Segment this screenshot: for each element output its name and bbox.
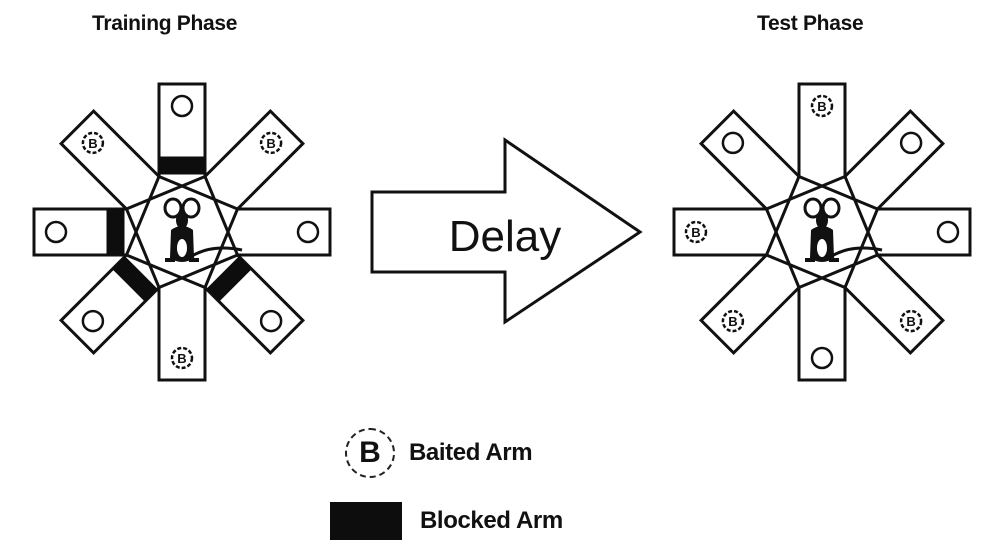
test-arm-180: B <box>684 220 708 244</box>
training-arm-270: B <box>170 346 194 370</box>
training-arm-225 <box>81 256 158 333</box>
legend-baited: B Baited Arm <box>345 428 533 478</box>
test-phase-title: Test Phase <box>757 12 864 35</box>
training-empty-well-icon-0 <box>296 220 320 244</box>
training-blocked-gate-180 <box>106 209 125 255</box>
training-bait-circle-icon-135 <box>81 131 105 155</box>
test-bait-label-315: B <box>906 314 915 329</box>
baited-label: Baited Arm <box>409 439 533 466</box>
test-bait-circle-icon-90 <box>810 94 834 118</box>
training-arm-315 <box>206 256 283 333</box>
test-empty-well-icon-45 <box>899 131 923 155</box>
test-radial-maze: B B B B <box>672 82 972 382</box>
test-arm-90: B <box>810 94 834 118</box>
test-empty-well-icon-0 <box>936 220 960 244</box>
training-arm-0 <box>296 220 320 244</box>
training-radial-maze: B B B <box>32 82 332 382</box>
training-blocked-gate-315 <box>206 256 252 302</box>
delay-arrow-shape <box>370 137 643 325</box>
test-rat-icon <box>803 197 883 262</box>
training-rat-icon <box>163 197 243 262</box>
training-arm-90 <box>159 94 205 175</box>
training-blocked-gate-90 <box>159 156 205 175</box>
delay-label: Delay <box>449 212 562 261</box>
blocked-label: Blocked Arm <box>420 507 563 534</box>
training-bait-label-135: B <box>88 136 97 151</box>
training-empty-well-icon-315 <box>259 309 283 333</box>
training-arm-45: B <box>259 131 283 155</box>
test-arm-0 <box>936 220 960 244</box>
training-bait-label-45: B <box>266 136 275 151</box>
training-empty-well-icon-225 <box>81 309 105 333</box>
test-arm-270 <box>810 346 834 370</box>
test-bait-label-90: B <box>817 99 826 114</box>
training-arm-135: B <box>81 131 105 155</box>
test-empty-well-icon-135 <box>721 131 745 155</box>
test-arm-45 <box>899 131 923 155</box>
training-empty-well-icon-90 <box>170 94 194 118</box>
training-empty-well-icon-180 <box>44 220 68 244</box>
baited-symbol-icon: B <box>345 428 395 478</box>
test-bait-label-180: B <box>691 225 700 240</box>
test-bait-circle-icon-225 <box>721 309 745 333</box>
delay-arrow: Delay <box>370 137 643 325</box>
test-arm-315: B <box>899 309 923 333</box>
test-bait-circle-icon-315 <box>899 309 923 333</box>
training-blocked-gate-225 <box>112 256 158 302</box>
test-bait-label-225: B <box>728 314 737 329</box>
training-bait-circle-icon-270 <box>170 346 194 370</box>
test-arm-135 <box>721 131 745 155</box>
test-bait-circle-icon-180 <box>684 220 708 244</box>
training-arm-180 <box>44 209 125 255</box>
test-empty-well-icon-270 <box>810 346 834 370</box>
training-bait-circle-icon-45 <box>259 131 283 155</box>
blocked-symbol-icon <box>330 502 402 540</box>
training-bait-label-270: B <box>177 351 186 366</box>
legend-blocked: Blocked Arm <box>330 502 563 540</box>
test-arm-225: B <box>721 309 745 333</box>
training-phase-title: Training Phase <box>92 12 238 35</box>
